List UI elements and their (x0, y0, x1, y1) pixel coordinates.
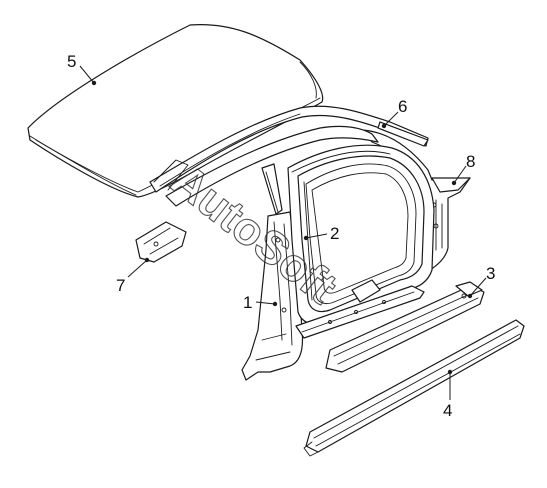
callout-1: 1 (243, 293, 252, 312)
part-2-door-seal (305, 163, 417, 305)
leader-1-dot (272, 301, 278, 307)
leader-8 (453, 165, 467, 184)
leader-lines (79, 65, 487, 400)
leader-1 (255, 301, 276, 305)
leader-5-dot (91, 80, 97, 86)
leader-3-dot (467, 293, 473, 299)
part-4-rocker-panel (303, 319, 525, 457)
leader-7 (127, 259, 148, 278)
leader-3 (469, 277, 487, 297)
callout-6: 6 (398, 97, 407, 116)
leader-8-dot (451, 180, 457, 186)
part-6-roof-rail (149, 105, 429, 193)
leader-4-dot (447, 369, 453, 375)
leader-6 (383, 111, 399, 127)
leader-2-dot (303, 235, 309, 241)
callout-7: 7 (116, 276, 125, 295)
leader-5 (79, 65, 95, 84)
callout-4: 4 (443, 401, 452, 420)
callout-8: 8 (466, 152, 475, 171)
leader-6-dot (381, 123, 387, 129)
callout-labels: 5 6 8 2 3 1 7 4 (67, 52, 495, 420)
callout-5: 5 (67, 52, 76, 71)
leader-2 (305, 233, 328, 239)
callout-2: 2 (330, 224, 339, 243)
part-1-body-side-frame (165, 125, 435, 381)
part-3-inner-sill (325, 281, 485, 373)
part-7-pillar-gusset (135, 221, 187, 263)
leader-7-dot (144, 257, 150, 263)
callout-3: 3 (486, 264, 495, 283)
